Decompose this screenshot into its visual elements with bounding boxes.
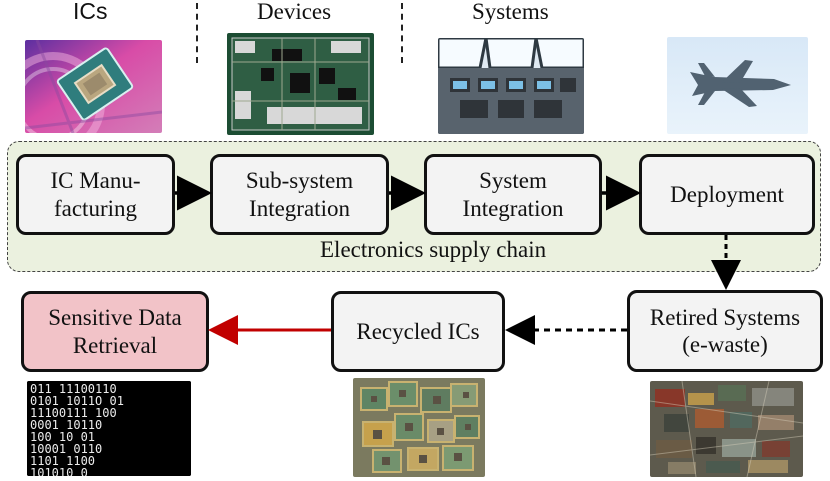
systems-photo — [438, 38, 584, 134]
systems-header: Systems — [472, 0, 549, 24]
ewaste-photo — [650, 381, 803, 477]
deployment-box: Deployment — [639, 154, 815, 235]
binary-row-2: 0101 1011O 01 — [30, 394, 124, 408]
binary-row-5: 100 10 01 — [30, 430, 95, 444]
devices-header: Devices — [257, 0, 332, 24]
sensitive-data-line-2: Retrieval — [72, 332, 158, 358]
retired-systems-line-1: Retired Systems — [649, 304, 801, 330]
devices-photo — [227, 33, 374, 135]
supply-chain-label: Electronics supply chain — [320, 237, 547, 262]
retired-systems-box: Retired Systems (e-waste) — [627, 290, 823, 372]
system-integration-line-2: Integration — [462, 195, 564, 221]
ic-manufacturing-line-1: IC Manu- — [50, 168, 141, 194]
chip-graphic — [25, 40, 162, 133]
airplane-graphic — [667, 37, 808, 134]
recycled-ics-box: Recycled ICs — [331, 291, 505, 372]
binary-row-3: 11100111 100 — [30, 406, 117, 420]
recycled-ics-photo — [353, 378, 485, 477]
recycled-chips-graphic — [353, 378, 485, 477]
airplane-photo — [667, 37, 808, 134]
ic-photo — [25, 40, 162, 133]
ic-manufacturing-box: IC Manu- facturing — [16, 154, 175, 235]
binary-data-photo: 011 11100110 0101 1011O 01 11100111 100 … — [27, 381, 191, 476]
recycled-ics-label: Recycled ICs — [356, 318, 480, 344]
binary-row-1: 011 11100110 — [30, 382, 117, 396]
divider-left — [196, 3, 198, 63]
subsystem-integration-box: Sub-system Integration — [210, 154, 389, 235]
sensitive-data-retrieval-box: Sensitive Data Retrieval — [21, 291, 209, 372]
binary-row-6: 10001 0110 — [30, 442, 102, 456]
ic-manufacturing-line-2: facturing — [53, 195, 137, 221]
divider-right — [401, 3, 403, 63]
system-integration-line-1: System — [479, 168, 547, 194]
binary-row-8: 101010 0 — [30, 466, 88, 476]
cockpit-graphic — [438, 38, 584, 134]
retired-systems-line-2: (e-waste) — [682, 332, 768, 357]
binary-graphic: 011 11100110 0101 1011O 01 11100111 100 … — [27, 381, 191, 476]
sensitive-data-line-1: Sensitive Data — [48, 305, 182, 331]
deployment-label: Deployment — [670, 181, 784, 207]
binary-row-4: 0001 10110 — [30, 418, 102, 432]
ewaste-graphic — [650, 381, 803, 477]
subsystem-integration-line-2: Integration — [249, 195, 350, 221]
binary-row-7: 1101 1100 — [30, 454, 95, 468]
board-graphic — [227, 33, 374, 135]
ics-header: ICs — [73, 0, 108, 24]
subsystem-integration-line-1: Sub-system — [245, 168, 354, 194]
system-integration-box: System Integration — [424, 154, 602, 235]
